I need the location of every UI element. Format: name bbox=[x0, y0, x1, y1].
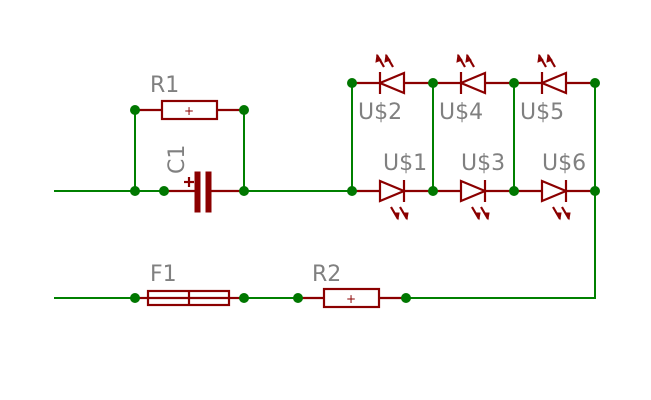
led-u4[interactable] bbox=[433, 53, 514, 96]
junction-dot bbox=[428, 78, 438, 88]
led-u2[interactable] bbox=[352, 53, 433, 96]
junction-dot bbox=[509, 186, 519, 196]
label-c1: C1 bbox=[165, 145, 190, 174]
junction-dot bbox=[347, 186, 357, 196]
junctions bbox=[130, 78, 600, 303]
label-u5: U$5 bbox=[520, 100, 564, 125]
junction-dot bbox=[347, 78, 357, 88]
led-u3[interactable] bbox=[433, 178, 514, 221]
junction-dot bbox=[130, 293, 140, 303]
junction-dot bbox=[239, 105, 249, 115]
junction-dot bbox=[159, 186, 169, 196]
label-u4: U$4 bbox=[439, 100, 483, 125]
led-u6[interactable] bbox=[514, 178, 595, 221]
junction-dot bbox=[428, 186, 438, 196]
junction-dot bbox=[401, 293, 411, 303]
junction-dot bbox=[239, 293, 249, 303]
resistor-r1[interactable]: + bbox=[135, 99, 244, 121]
capacitor-c1[interactable] bbox=[164, 171, 244, 213]
r1-pin-marker: + bbox=[184, 104, 194, 118]
junction-dot bbox=[590, 186, 600, 196]
label-u1: U$1 bbox=[383, 151, 427, 176]
resistor-r2[interactable]: + bbox=[298, 287, 406, 309]
led-u5[interactable] bbox=[514, 53, 595, 96]
label-u6: U$6 bbox=[542, 151, 586, 176]
fuse-f1[interactable] bbox=[135, 289, 244, 307]
junction-dot bbox=[293, 293, 303, 303]
junction-dot bbox=[509, 78, 519, 88]
label-r2: R2 bbox=[312, 262, 341, 287]
label-r1: R1 bbox=[150, 73, 179, 98]
r2-pin-marker: + bbox=[346, 292, 356, 306]
wires bbox=[54, 82, 596, 299]
junction-dot bbox=[239, 186, 249, 196]
label-f1: F1 bbox=[150, 262, 177, 287]
junction-dot bbox=[590, 78, 600, 88]
junction-dot bbox=[130, 105, 140, 115]
label-u3: U$3 bbox=[461, 151, 505, 176]
label-u2: U$2 bbox=[358, 100, 402, 125]
junction-dot bbox=[130, 186, 140, 196]
led-u1[interactable] bbox=[352, 178, 433, 221]
